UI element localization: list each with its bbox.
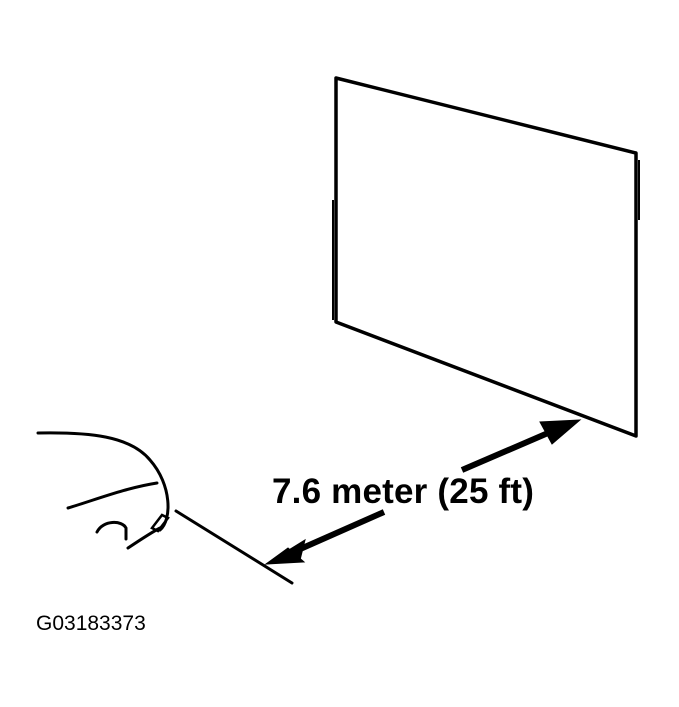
- distance-label: 7.6 meter (25 ft): [272, 472, 535, 511]
- vehicle-headlamp-icon: [36, 431, 294, 585]
- distance-arrow: [264, 419, 582, 565]
- figure-id: G03183373: [36, 612, 146, 635]
- screen-panel: [332, 76, 640, 438]
